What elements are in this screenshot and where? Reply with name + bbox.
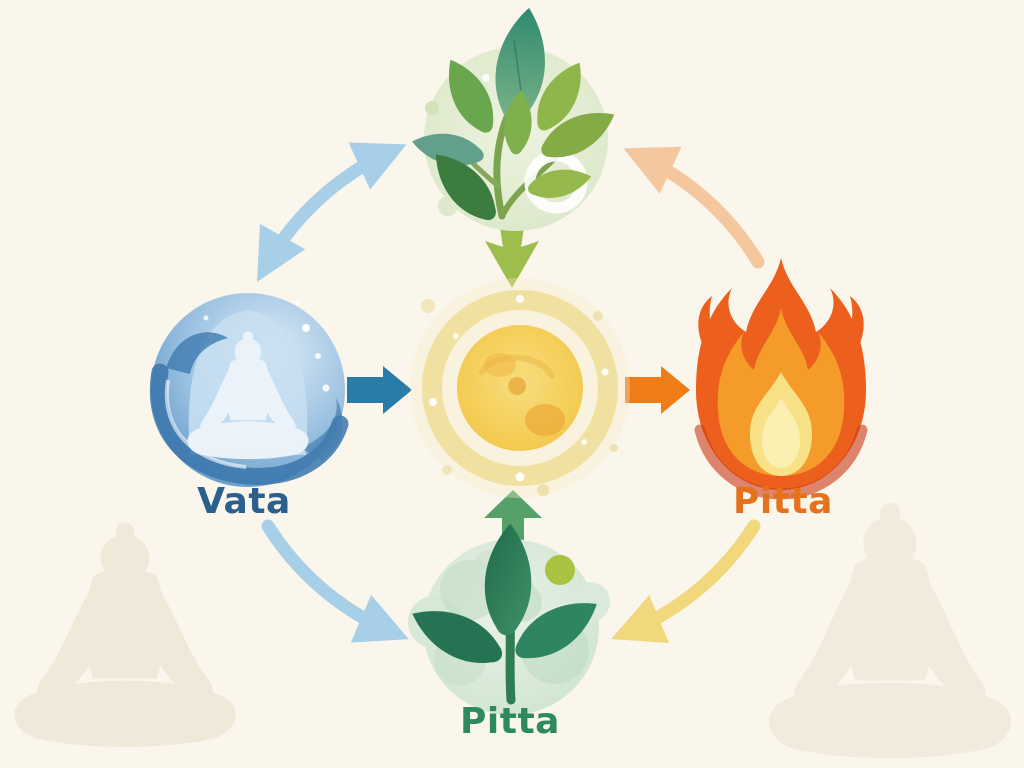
sun-core-icon [410,278,630,498]
arrow-herbs-to-center-icon [485,228,539,288]
meditating-silhouette-right [769,503,1011,759]
arc-fire-to-sprout [611,519,761,644]
arc-vata-to-sprout [261,519,409,643]
sprout-leaves-icon [403,522,610,715]
pitta-plant-label: Pitta [460,701,560,742]
arrow-sprout-to-center-icon [484,490,542,545]
herbs-leaves-icon [408,4,623,231]
curved-arrow [261,519,409,643]
arrow-center-to-fire-icon [625,366,690,414]
flame-icon [694,258,868,500]
curved-arrow [623,146,765,269]
meditating-silhouette-left [14,522,236,747]
arrow-vata-to-center-icon [347,366,412,414]
arc-herbs-vata-bidirectional [257,142,407,282]
vata-label: Vata [197,481,291,522]
pitta-fire-label: Pitta [733,481,833,522]
curved-arrow [611,519,761,644]
arc-fire-to-herbs [623,146,765,269]
bidirectional-arc-arrow [257,142,407,282]
meditating-figure-water-icon [149,293,349,487]
